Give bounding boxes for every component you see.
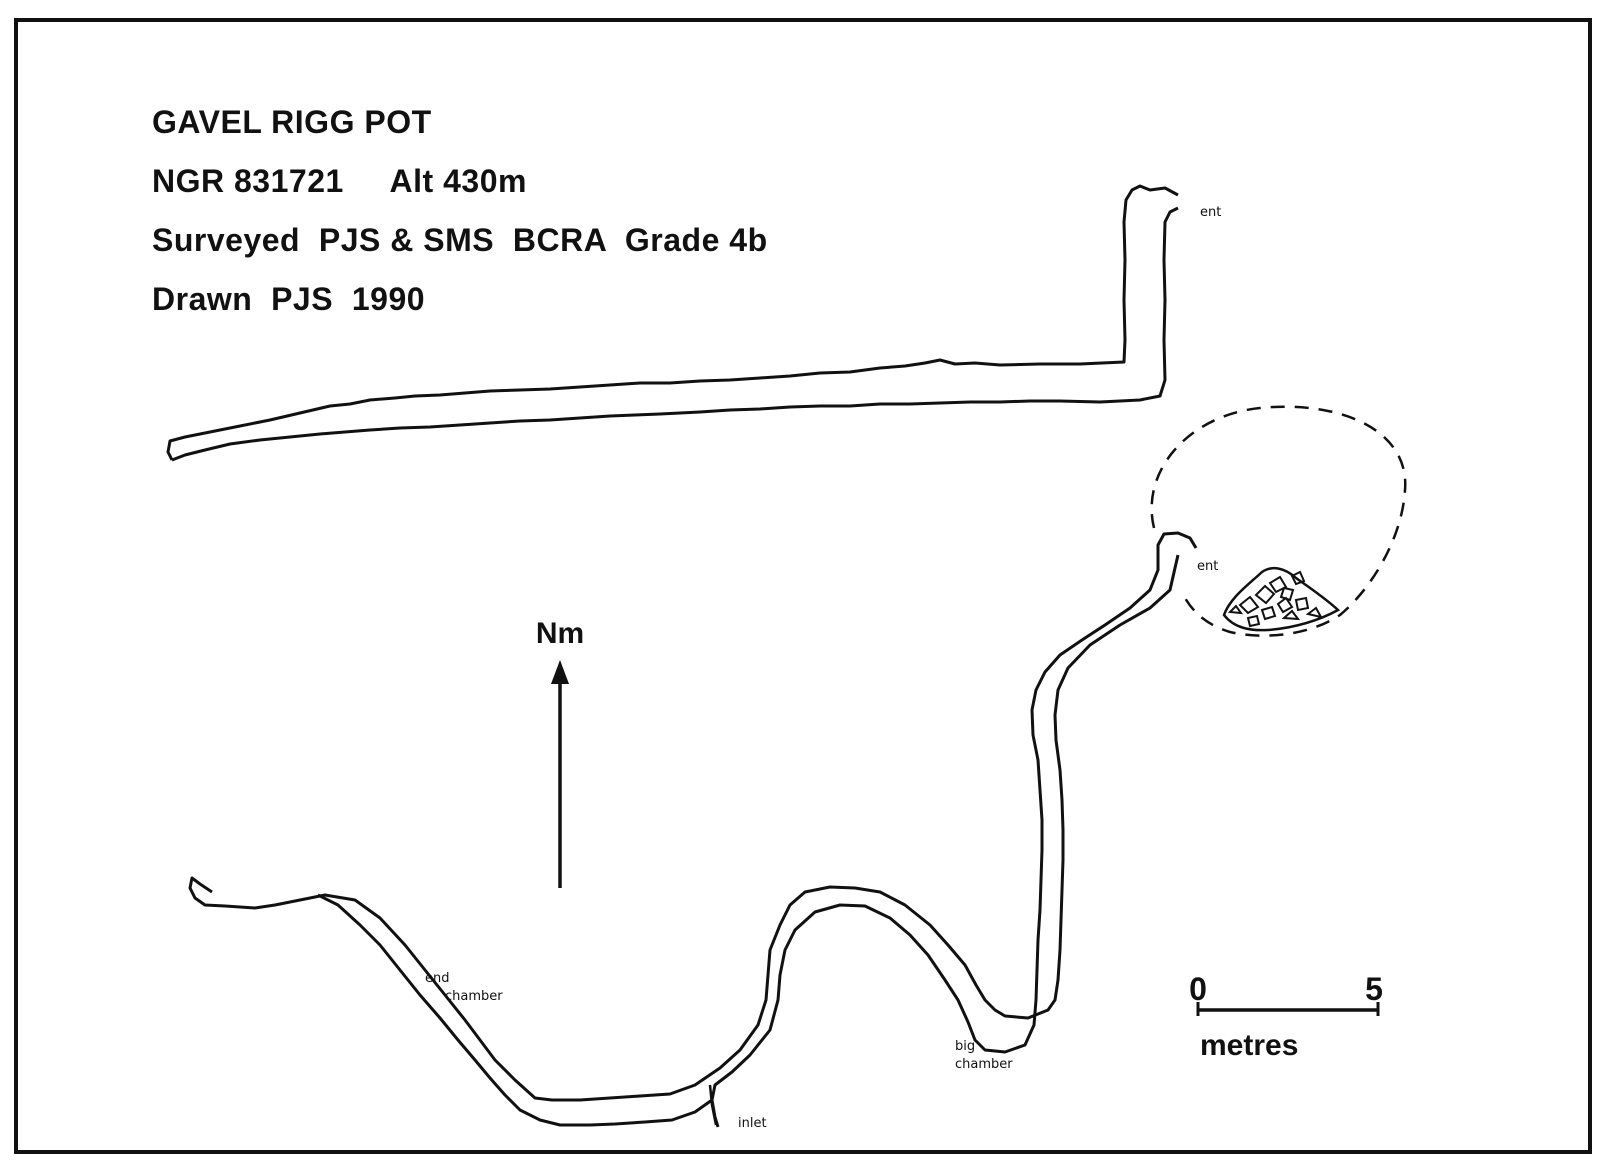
north-label: Nm: [536, 617, 584, 650]
upper-passage-outer-wall: [166, 184, 1179, 461]
scale-min-label: 0: [1189, 971, 1207, 1007]
title-block: GAVEL RIGG POT NGR 831721 Alt 430m Surve…: [152, 100, 768, 336]
cave-name: GAVEL RIGG POT: [152, 104, 432, 140]
scale-unit-label: metres: [1200, 1029, 1298, 1062]
lower-passage-south-wall: [317, 893, 713, 1127]
lower-entrance-label: ent: [1197, 559, 1218, 574]
end-chamber-label-line2: chamber: [445, 989, 503, 1004]
scale-max-label: 5: [1365, 971, 1383, 1007]
boulders: [1227, 570, 1323, 628]
scale-bar: 0 5 metres: [1189, 971, 1383, 1062]
upper-passage-inner-wall: [171, 206, 1179, 462]
big-chamber-label-line1: big: [955, 1039, 975, 1054]
lower-passage-outer-wall: [710, 531, 1198, 1128]
upper-passage: [166, 184, 1179, 462]
lower-passage-inner-wall: [188, 554, 1180, 1102]
lower-passage: [188, 531, 1198, 1128]
grid-reference: NGR 831721 Alt 430m: [152, 163, 527, 199]
boulder-pile-outline: [1222, 566, 1341, 632]
north-arrow: Nm: [536, 617, 584, 888]
upper-entrance-label: ent: [1200, 205, 1221, 220]
north-arrow-head: [551, 660, 569, 684]
drawn-credit: Drawn PJS 1990: [152, 281, 426, 317]
big-chamber-label-line2: chamber: [955, 1057, 1013, 1072]
inlet-passage: [708, 1084, 718, 1126]
inlet-label: inlet: [738, 1116, 767, 1131]
entrance-shaft: [1150, 405, 1407, 637]
shaft-outline-dashed: [1150, 405, 1407, 637]
end-chamber-label-line1: end: [425, 971, 450, 986]
survey-credit: Surveyed PJS & SMS BCRA Grade 4b: [152, 222, 768, 258]
map-frame: [14, 18, 1592, 1154]
